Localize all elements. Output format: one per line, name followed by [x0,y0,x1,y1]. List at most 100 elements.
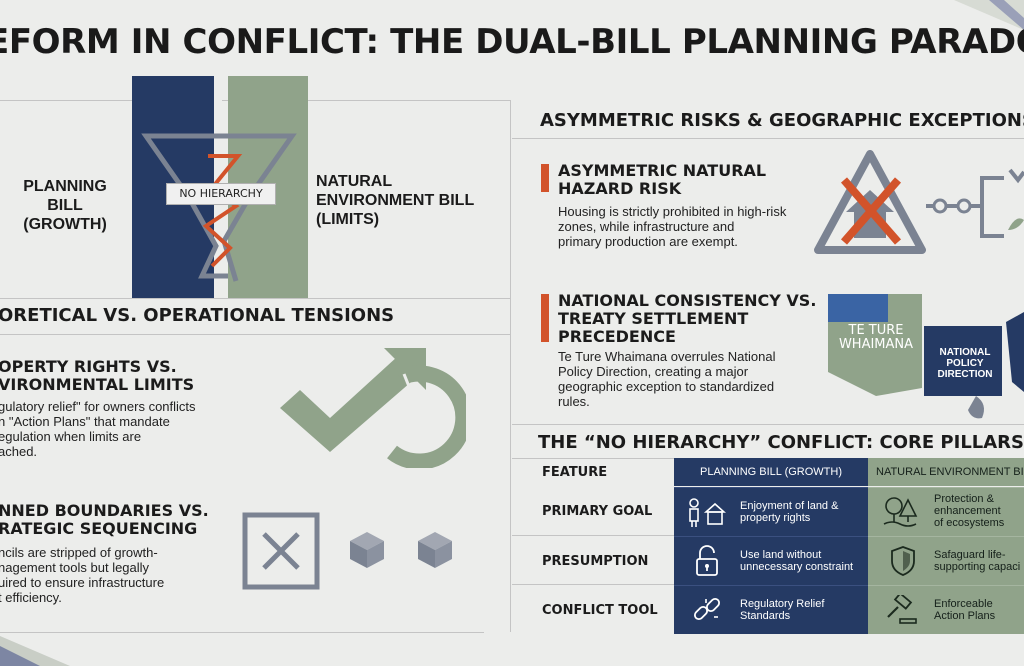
hazard-risk-title: ASYMMETRIC NATURAL HAZARD RISK [558,162,766,198]
unlock-icon [696,545,718,576]
title-line: OPERTY RIGHTS VS. [0,357,177,376]
divider [512,584,674,585]
nz-map-illustration [828,294,1024,419]
property-rights-title: OPERTY RIGHTS VS. VIRONMENTAL LIMITS [0,358,194,394]
blocked-box-icon [242,512,320,590]
map-label-line: POLICY [946,358,984,369]
divider [0,632,484,633]
title-line: ASYMMETRIC NATURAL [558,161,767,180]
cell-line: property rights [740,512,811,524]
cube-icon [418,532,452,568]
planning-bill-cell: Regulatory Relief Standards [674,585,868,634]
natural-environment-bill-label: NATURAL ENVIRONMENT BILL (LIMITS) [316,173,474,228]
body-line: ached. [0,444,38,459]
body-line: zones, while infrastructure and [558,219,735,234]
body-line: rules. [558,394,590,409]
cell-text: Regulatory Relief Standards [740,598,824,622]
cell-line: Protection & [934,493,994,505]
map-label-line: DIRECTION [937,369,993,380]
divider [512,535,674,536]
divider [510,100,511,632]
planned-boundaries-title: NNED BOUNDARIES VS. RATEGIC SEQUENCING [0,502,209,538]
check-arrow-icon [280,348,466,468]
national-policy-direction-label: NATIONAL POLICY DIRECTION [926,347,1004,380]
col-header-feature: FEATURE [542,465,608,480]
col-header-planning-bill: PLANNING BILL (GROWTH) [674,458,868,486]
corner-decoration [0,636,70,666]
body-line: nagement tools but legally [0,560,150,575]
divider [0,298,510,299]
body-line: n "Action Plans" that mandate [0,414,170,429]
cell-line: Standards [740,610,791,622]
body-line: primary production are exempt. [558,234,738,249]
planning-bill-cell: Use land without unnecessary constraint [674,536,868,585]
person-house-icon [689,498,726,527]
feature-cell: PRIMARY GOAL [542,504,653,519]
title-line: VIRONMENTAL LIMITS [0,375,195,394]
planned-boundaries-body: ncils are stripped of growth- nagement t… [0,545,164,605]
accent-bar [541,164,549,192]
national-consistency-title: NATIONAL CONSISTENCY VS. TREATY SETTLEME… [558,292,816,346]
broken-link-icon [693,597,721,621]
cell-line: Safaguard life- [934,549,1006,561]
body-line: uired to ensure infrastructure [0,575,165,590]
map-label-line: WHAIMANA [838,337,914,352]
title-line: TREATY SETTLEMENT [558,309,749,328]
hazard-house-icon [814,150,1024,254]
divider [512,424,1024,425]
body-line: t efficiency. [0,590,62,605]
body-line: Policy Direction, creating a major [558,364,749,379]
planning-bill-label: PLANNING BILL (GROWTH) [23,178,107,233]
national-consistency-body: Te Ture Whaimana overrules National Poli… [558,349,776,409]
pillars-heading: THE “NO HIERARCHY” CONFLICT: CORE PILLAR… [538,432,1024,453]
cell-line: Enjoyment of land & [740,500,839,512]
gavel-icon [887,595,917,624]
neb-cell: Enforceable Action Plans [868,585,1024,634]
planning-bill-cell: Enjoyment of land & property rights [674,487,868,536]
cell-line: Enforceable [934,598,993,610]
corner-decoration [954,0,1024,30]
te-ture-whaimana-label: TE TURE WHAIMANA [830,324,922,352]
trees-icon [883,497,918,527]
risks-heading: ASYMMETRIC RISKS & GEOGRAPHIC EXCEPTIONS [540,110,1024,131]
no-hierarchy-tag: NO HIERARCHY [166,183,276,205]
divider [0,334,510,335]
title-line: RATEGIC SEQUENCING [0,519,198,538]
tensions-heading: ORETICAL VS. OPERATIONAL TENSIONS [0,305,395,326]
map-label-line: TE TURE [848,323,904,338]
body-line: egulation when limits are [0,429,142,444]
feature-cell: PRESUMPTION [542,554,649,569]
cell-text: Enjoyment of land & property rights [740,500,838,524]
body-line: ncils are stripped of growth- [0,545,158,560]
cell-text: Safaguard life- supporting capaci [934,549,1020,573]
col-header-neb: NATURAL ENVIRONMENT BILL (G [868,458,1024,486]
neb-cell: Safaguard life- supporting capaci [868,536,1024,585]
cell-text: Protection & enhancement of ecosystems [934,493,1004,529]
cube-icon [350,532,384,568]
cell-text: Enforceable Action Plans [934,598,995,622]
cell-line: Action Plans [934,610,996,622]
cell-line: of ecosystems [934,517,1005,529]
title-line: NATIONAL CONSISTENCY VS. [558,291,817,310]
property-rights-body: gulatory relief" for owners conflicts n … [0,399,196,459]
title-line: HAZARD RISK [558,179,682,198]
title-line: NNED BOUNDARIES VS. [0,501,209,520]
body-line: gulatory relief" for owners conflicts [0,399,196,414]
cell-line: Regulatory Relief [740,598,825,610]
cell-line: enhancement [934,505,1001,517]
page-title: EFORM IN CONFLICT: THE DUAL-BILL PLANNIN… [0,22,1024,62]
neb-cell: Protection & enhancement of ecosystems [868,487,1024,536]
body-line: geographic exception to standardized [558,379,775,394]
body-line: Te Ture Whaimana overrules National [558,349,776,364]
title-line: PRECEDENCE [558,327,676,346]
cell-line: Use land without [740,549,822,561]
accent-bar [541,294,549,342]
map-label-line: NATIONAL [939,347,991,358]
cell-line: unnecessary constraint [740,561,854,573]
cell-line: supporting capaci [934,561,1021,573]
cell-text: Use land without unnecessary constraint [740,549,853,573]
divider [512,138,1024,139]
shield-icon [891,546,915,576]
feature-cell: CONFLICT TOOL [542,603,658,618]
hazard-risk-body: Housing is strictly prohibited in high-r… [558,204,786,249]
